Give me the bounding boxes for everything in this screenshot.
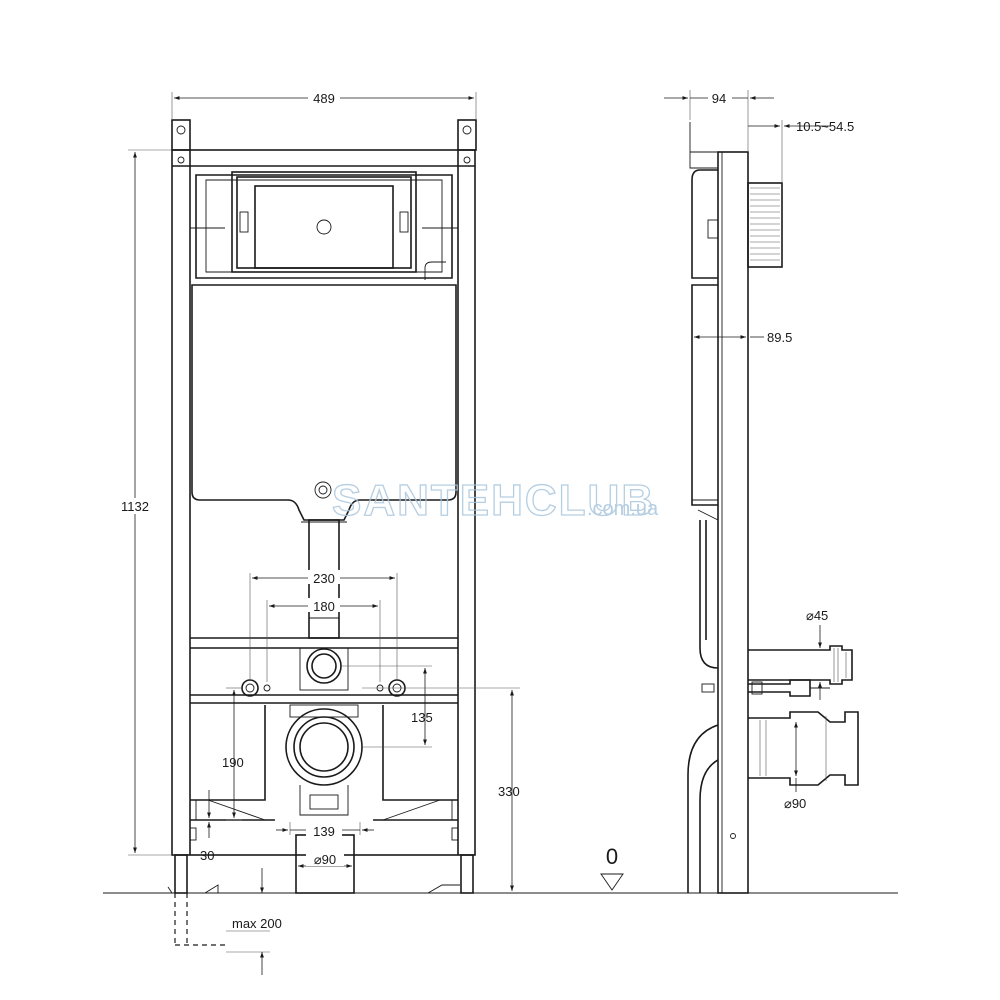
side-supply-pipe [748,645,853,685]
dim-outlet-diameter: ⌀90 [314,852,336,867]
foot-extension [174,893,225,946]
floor-level-label: 0 [606,844,618,869]
side-flush-frame [747,182,783,268]
side-view [687,122,859,894]
front-dimensions: 489 1132 230 180 135 190 330 [113,90,520,975]
dim-width: 489 [313,91,335,106]
dim-supply-diameter: ⌀45 [806,608,828,623]
dim-outlet-spacing: 139 [313,824,335,839]
dim-bolt-vertical: 135 [411,710,433,725]
side-drain-bend [687,724,719,893]
dim-depth: 94 [712,91,726,106]
floor-level-marker: 0 [600,844,624,891]
side-drain-connector [748,711,859,786]
cistern-upper [195,174,453,279]
flush-opening [231,171,417,273]
foot-right [460,854,474,894]
drain-outlet-front [285,708,363,786]
watermark-domain: .com.ua [587,498,659,520]
side-post [717,151,749,894]
bolt-left [241,679,259,697]
dim-plate-adjust: 10.5~54.5 [796,119,854,134]
side-cistern [691,169,718,279]
mounting-ear-left [171,119,191,151]
dim-foot-offset: 30 [200,848,214,863]
dim-bolt-height: 190 [222,755,244,770]
cistern-tank [191,284,457,521]
dim-height: 1132 [121,499,149,514]
dim-tank-depth: 89.5 [767,330,792,345]
dim-flange-inner: 180 [313,599,335,614]
mounting-ear-right [457,119,477,151]
foot-left [174,854,188,894]
dim-floor-adjust: max 200 [232,916,282,931]
watermark-brand: SANTEHCLUB [332,476,655,525]
dim-flange-outer: 230 [313,571,335,586]
front-view [167,119,477,946]
side-dimensions: 94 10.5~54.5 89.5 ⌀45 ⌀90 [664,90,854,811]
watermark: SANTEHCLUB .com.ua [331,475,659,525]
drain-valve [314,481,332,499]
dim-outlet-height: 330 [498,784,520,799]
dim-drain-diameter: ⌀90 [784,796,806,811]
